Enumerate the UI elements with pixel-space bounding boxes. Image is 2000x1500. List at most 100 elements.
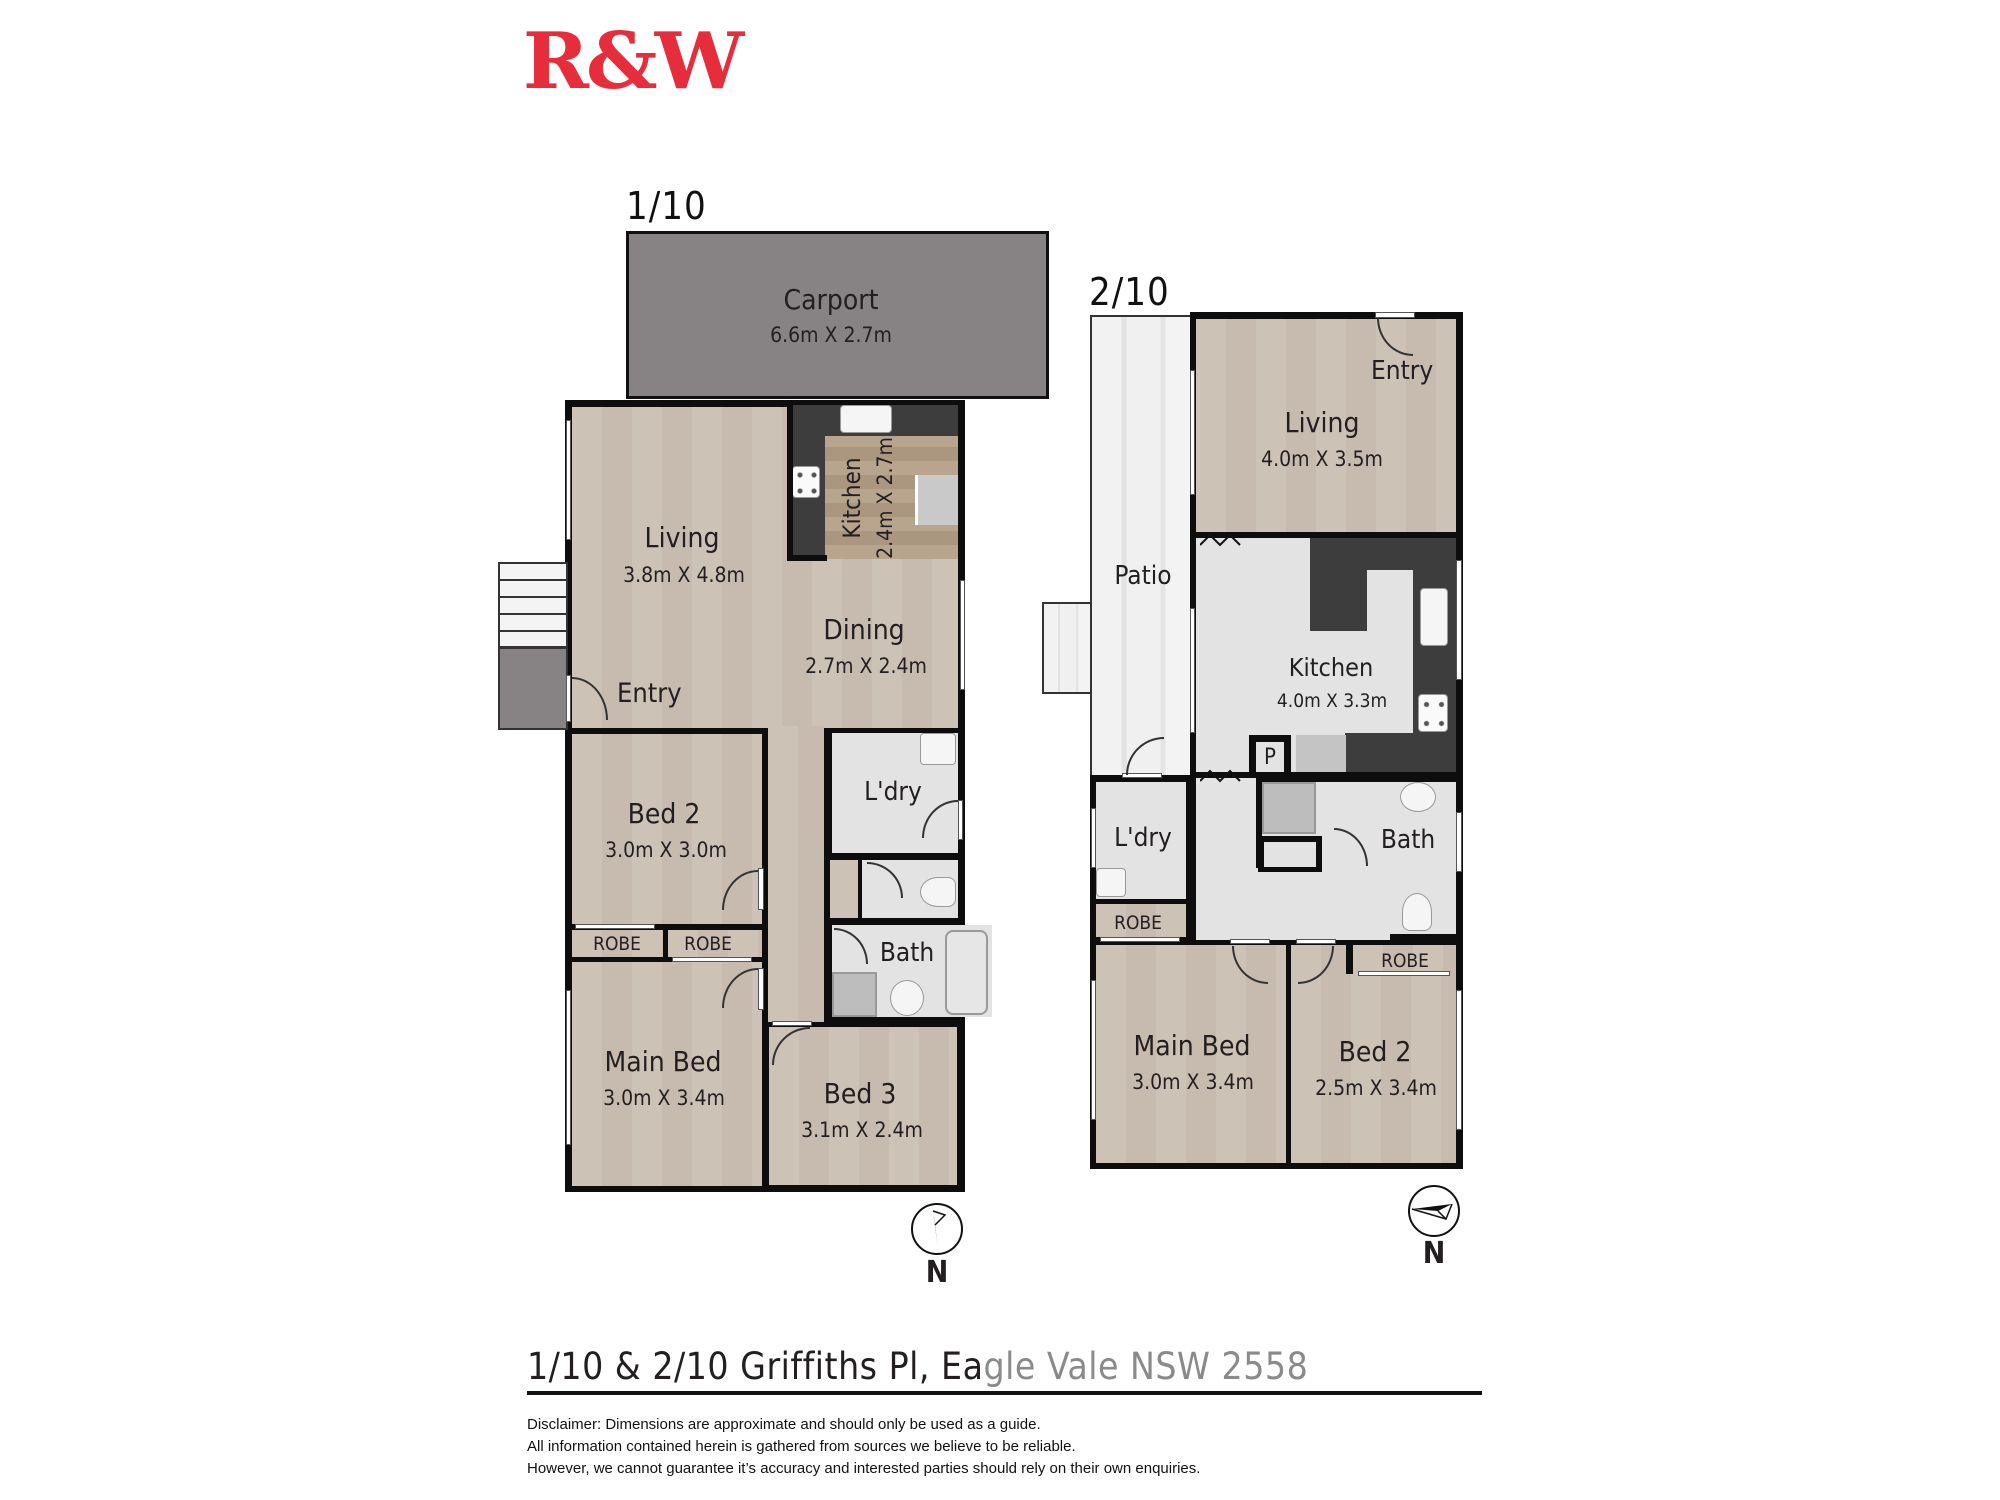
bed3-floor bbox=[769, 1027, 957, 1185]
unit-label: 1/10 bbox=[626, 184, 707, 228]
entry-label: Entry bbox=[1371, 356, 1434, 386]
robe-2-sliding-door[interactable] bbox=[1358, 971, 1450, 976]
main-bed-label: Main Bed bbox=[1133, 1029, 1251, 1062]
bed2-dims: 2.5m X 3.4m bbox=[1315, 1076, 1437, 1100]
laundry-tub-icon bbox=[920, 733, 956, 765]
living-label: Living bbox=[1284, 406, 1360, 439]
disclaimer-line: Disclaimer: Dimensions are approximate a… bbox=[527, 1416, 1041, 1433]
kitchen-dims: 2.4m X 2.7m bbox=[873, 437, 897, 559]
robe-1-label: ROBE bbox=[1114, 912, 1162, 934]
address-text: 1/10 & 2/10 Griffiths Pl, Ea bbox=[527, 1345, 984, 1388]
dining-dims: 2.7m X 2.4m bbox=[805, 654, 927, 678]
fridge-icon bbox=[915, 475, 958, 525]
stove-icon bbox=[792, 466, 820, 498]
bath-label: Bath bbox=[1380, 825, 1436, 855]
disclaimer-line: All information contained herein is gath… bbox=[527, 1438, 1076, 1455]
brand-logo: R&W bbox=[522, 16, 744, 107]
bed2-door-frame bbox=[1296, 939, 1336, 944]
north-label: N bbox=[1422, 1236, 1446, 1271]
compass-icon bbox=[911, 1203, 963, 1255]
robe-2-floor bbox=[668, 930, 762, 957]
bed2-floor bbox=[1291, 945, 1456, 1163]
robe-2-wall bbox=[1346, 940, 1353, 974]
main-bed-door-frame bbox=[758, 968, 764, 1010]
main-bed-dims: 3.0m X 3.4m bbox=[1132, 1070, 1254, 1094]
stove-icon bbox=[1418, 694, 1448, 732]
kitchen-window bbox=[1456, 560, 1462, 680]
property-address: 1/10 & 2/10 Griffiths Pl, Eagle Vale NSW… bbox=[527, 1346, 1308, 1388]
bed3-door-frame bbox=[772, 1021, 812, 1026]
entry-door-frame bbox=[1375, 312, 1415, 318]
hall-closet bbox=[830, 860, 858, 918]
unit-label: 2/10 bbox=[1089, 270, 1170, 314]
robe-1-sliding-door[interactable] bbox=[575, 924, 655, 929]
bed3-label: Bed 3 bbox=[823, 1077, 897, 1110]
carport-dims: 6.6m X 2.7m bbox=[770, 323, 892, 347]
robe-2-sliding-door[interactable] bbox=[672, 957, 752, 962]
bifold-door-icon[interactable] bbox=[1199, 532, 1244, 547]
living-window bbox=[1190, 370, 1195, 495]
pantry-floor bbox=[1256, 742, 1284, 772]
robe-1-label: ROBE bbox=[593, 933, 641, 955]
disclaimer: Disclaimer: Dimensions are approximate a… bbox=[527, 1414, 1200, 1480]
carport-label: Carport bbox=[783, 283, 879, 316]
laundry-tub-icon bbox=[1096, 868, 1126, 897]
patio-step bbox=[1042, 602, 1092, 694]
address-underline bbox=[527, 1391, 1482, 1395]
bed2-door-frame bbox=[758, 868, 764, 910]
shower-icon bbox=[832, 972, 877, 1017]
robe-1-floor bbox=[572, 930, 663, 957]
stairs bbox=[498, 562, 568, 648]
kitchen-side-window bbox=[1190, 608, 1195, 733]
laundry-door-frame bbox=[1122, 773, 1162, 778]
entry-door-frame bbox=[566, 675, 571, 722]
compass-icon bbox=[1408, 1185, 1460, 1237]
hallway-lower bbox=[1196, 868, 1390, 940]
dining-label: Dining bbox=[823, 613, 905, 646]
basin-icon bbox=[1400, 782, 1436, 812]
hallway-floor bbox=[768, 726, 824, 1022]
robe-2-label: ROBE bbox=[1381, 950, 1429, 972]
living-label: Living bbox=[644, 521, 720, 554]
main-bed-floor bbox=[1096, 945, 1286, 1163]
robe-1-floor bbox=[1096, 904, 1186, 937]
patio-label: Patio bbox=[1114, 561, 1172, 591]
kitchen-sink-icon bbox=[840, 405, 892, 433]
main-bed-floor bbox=[572, 962, 762, 1186]
pantry-label: P bbox=[1264, 745, 1276, 770]
linen-closet bbox=[1264, 842, 1316, 867]
address-text-faded: gle Vale NSW 2558 bbox=[983, 1345, 1309, 1388]
laundry-window bbox=[1091, 808, 1096, 868]
robe-1-sliding-door[interactable] bbox=[1100, 937, 1180, 942]
main-bed-window bbox=[1091, 980, 1096, 1120]
bed2-label: Bed 2 bbox=[627, 797, 701, 830]
entry-landing bbox=[498, 647, 568, 730]
bed2-window bbox=[1456, 990, 1462, 1130]
entry-label: Entry bbox=[617, 678, 682, 709]
disclaimer-line: However, we cannot guarantee it’s accura… bbox=[527, 1460, 1201, 1477]
shower-icon bbox=[1262, 782, 1316, 834]
main-bed-door-frame bbox=[1230, 939, 1270, 944]
bed2-dims: 3.0m X 3.0m bbox=[605, 838, 727, 862]
window bbox=[960, 580, 965, 690]
robe-2-floor bbox=[1353, 945, 1456, 971]
kitchen-island bbox=[1310, 538, 1367, 631]
kitchen-bench-bottom bbox=[1345, 733, 1456, 772]
fridge-icon bbox=[1296, 735, 1346, 772]
main-bed-window bbox=[566, 990, 571, 1145]
bathtub-icon bbox=[945, 930, 988, 1015]
toilet-icon bbox=[920, 877, 956, 907]
kitchen-sink-icon bbox=[1420, 588, 1448, 646]
basin-icon bbox=[890, 980, 924, 1016]
patio-area bbox=[1090, 315, 1190, 777]
kitchen-wall-bottom bbox=[787, 555, 827, 561]
robe-2-label: ROBE bbox=[684, 933, 732, 955]
living-dims: 3.8m X 4.8m bbox=[623, 563, 745, 587]
bath-label: Bath bbox=[879, 938, 935, 968]
living-floor bbox=[1196, 319, 1456, 532]
bed3-dims: 3.1m X 2.4m bbox=[801, 1118, 923, 1142]
kitchen-label: Kitchen bbox=[1288, 653, 1374, 682]
laundry-label: L'dry bbox=[864, 777, 922, 807]
kitchen-floor bbox=[825, 436, 958, 559]
bifold-door-icon[interactable] bbox=[1199, 768, 1244, 783]
